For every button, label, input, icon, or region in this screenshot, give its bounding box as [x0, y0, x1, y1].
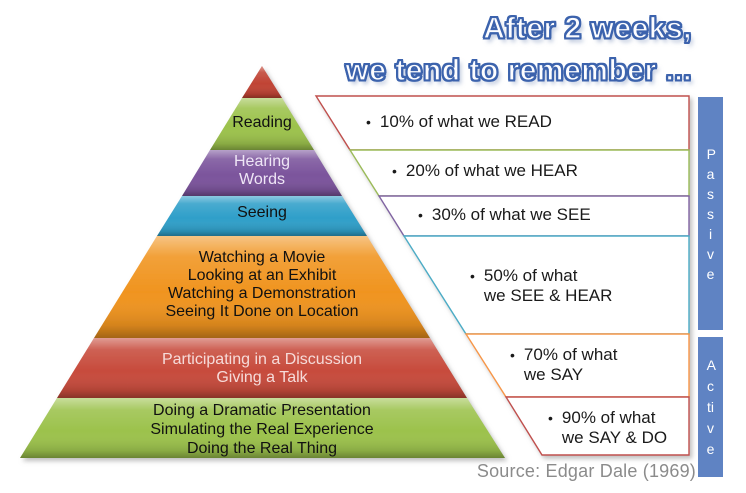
bullet-icon: • [470, 268, 475, 284]
label-hearing-words: Hearing Words [233, 153, 291, 188]
annotation-text: 20% of what we HEAR [405, 161, 578, 180]
participating-gloss [57, 338, 467, 398]
active-label-text: Active [706, 356, 716, 457]
label-participating: Participating in a Discussion Giving a T… [161, 351, 363, 386]
reading-gloss [210, 98, 314, 150]
passive-label-text: Passive [706, 145, 716, 282]
annotation-20-hear: • 20% of what we HEAR [392, 161, 578, 181]
annotation-10-read: • 10% of what we READ [366, 112, 552, 132]
annotation-box-90-say-do [504, 396, 690, 456]
passive-bar [698, 97, 723, 330]
doing-gloss [20, 398, 505, 458]
annotation-text: 10% of what we READ [379, 112, 552, 131]
pyramid [20, 66, 505, 458]
label-reading: Reading [232, 114, 292, 131]
active-bar [698, 337, 723, 477]
annotation-boxes [314, 95, 690, 456]
annotation-70-say: • 70% of what we SAY [510, 345, 617, 385]
bullet-icon: • [548, 410, 553, 426]
annotation-90-say-do: • 90% of what we SAY & DO [548, 408, 667, 448]
hearing-words-gloss [182, 150, 342, 196]
label-watching: Watching a Movie Looking at an Exhibit W… [165, 249, 359, 320]
slide-title: After 2 weeks, we tend to remember ... [345, 8, 692, 92]
annotation-text: 90% of what we SAY & DO [561, 408, 668, 447]
watching-gloss [94, 236, 430, 338]
label-seeing: Seeing [237, 204, 287, 221]
apex-gloss [242, 66, 282, 98]
source-credit: Source: Edgar Dale (1969) [476, 461, 696, 481]
bullet-icon: • [418, 207, 423, 223]
bullet-icon: • [392, 163, 397, 179]
annotation-text: 50% of what we SEE & HEAR [483, 266, 613, 305]
bullet-icon: • [366, 114, 371, 130]
passive-label: Passive [698, 97, 723, 330]
title-line-1: After 2 weeks, [483, 11, 693, 45]
bullet-icon: • [510, 347, 515, 363]
seeing-gloss [157, 196, 367, 236]
annotation-30-see: • 30% of what we SEE [418, 205, 591, 225]
annotation-text: 30% of what we SEE [431, 205, 591, 224]
annotation-text: 70% of what we SAY [523, 345, 618, 384]
title-line-2: we tend to remember ... [345, 53, 692, 87]
annotation-50-see-hear: • 50% of what we SEE & HEAR [470, 266, 612, 306]
label-doing: Doing a Dramatic Presentation Simulating… [150, 402, 374, 457]
active-label: Active [698, 337, 723, 477]
